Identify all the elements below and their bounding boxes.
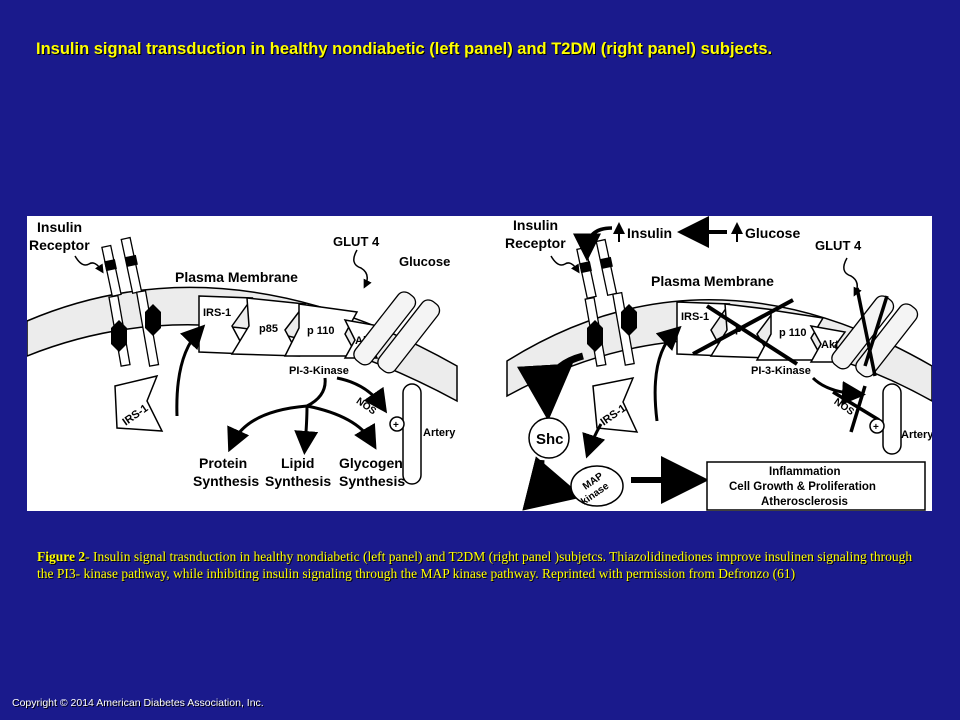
right-label-irs1-top: IRS-1 [681,311,709,323]
right-label-glucose: Glucose [745,225,800,241]
left-label-irs1-top: IRS-1 [203,307,231,319]
right-label-cell-growth: Cell Growth & Proliferation [729,481,876,493]
left-label-lipid-synthesis: Synthesis [265,473,331,489]
right-label-atherosclerosis: Atherosclerosis [761,496,848,508]
right-cross-line-2 [692,298,794,356]
left-insulin-receptor [101,236,161,367]
left-label-p85: p85 [259,323,278,335]
left-artery [389,383,422,485]
left-label-pi3k: PI-3-Kinase [289,365,349,377]
figure-diagram: Insulin Receptor IRS-1 p85 p 110 Akt PI-… [27,216,932,511]
right-label-plus: + [873,422,879,433]
left-label-receptor: Receptor [29,237,90,253]
right-label-inflammation: Inflammation [769,466,841,478]
left-label-artery: Artery [423,427,456,439]
left-glut4-transporter [353,291,441,374]
right-irs1-bottom [592,376,639,433]
right-label-insulin-r: Insulin [513,217,558,233]
right-cross-line-1 [705,304,799,366]
left-label-glucose: Glucose [399,254,450,269]
right-label-artery: Artery [901,429,932,441]
right-glut4-cross-2 [863,295,889,367]
left-label-glycogen-synthesis: Synthesis [339,473,405,489]
slide-title: Insulin signal transduction in healthy n… [36,40,773,58]
left-irs1-bottom [114,374,164,432]
right-nos-cross-1 [832,390,880,422]
right-panel: Insulin Receptor Insulin Glucose IRS-1 p… [505,216,932,511]
right-effects-box [706,461,926,511]
copyright-notice: Copyright © 2014 American Diabetes Assoc… [12,697,264,709]
right-label-p110: p 110 [779,327,807,339]
left-label-insulin: Insulin [37,219,82,235]
left-arrow-receptor-to-irs [175,324,206,417]
left-label-protein: Protein [199,455,247,471]
insulin-pathway-diagram: Insulin Receptor IRS-1 p85 p 110 Akt PI-… [27,216,932,511]
left-arrow-to-nos [336,376,388,414]
left-panel: Insulin Receptor IRS-1 p85 p 110 Akt PI-… [27,219,458,489]
right-nos-cross-2 [849,385,867,433]
right-label-akt: Akt [821,339,839,351]
right-label-glut4: GLUT 4 [815,238,862,253]
left-label-p110: p 110 [307,325,335,337]
caption-text: - Insulin signal trasnduction in healthy… [37,549,913,581]
left-label-glut4: GLUT 4 [333,234,380,249]
figure-caption: Figure 2- Insulin signal trasnduction in… [37,548,917,582]
left-label-glycogen: Glycogen [339,455,403,471]
right-arrow-receptor-to-shc [517,352,584,421]
right-map-kinase [570,465,624,507]
right-artery [869,383,902,455]
right-glut4-cross-1 [855,287,877,377]
right-label-pi3k: PI-3-Kinase [751,365,811,377]
left-label-protein-synthesis: Synthesis [193,473,259,489]
left-label-plasma-membrane: Plasma Membrane [175,269,298,285]
caption-label: Figure 2 [37,549,86,564]
right-label-insulin: Insulin [627,225,672,241]
left-label-lipid: Lipid [281,455,314,471]
left-label-plus: + [393,420,399,431]
right-label-shc: Shc [536,431,564,448]
right-label-plasma-membrane: Plasma Membrane [651,273,774,289]
right-label-receptor: Receptor [505,235,566,251]
